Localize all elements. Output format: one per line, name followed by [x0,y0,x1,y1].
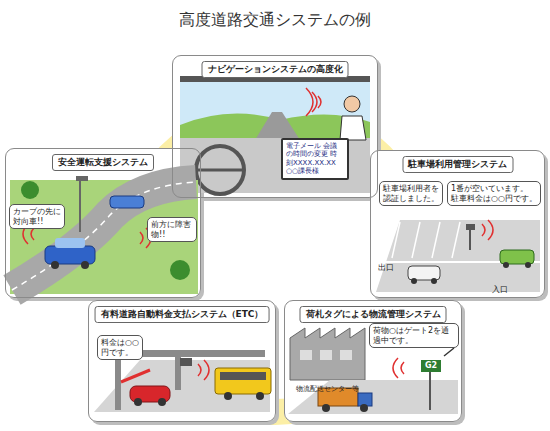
system-panel: 駐車場利用管理システム駐車場利用者を認証しました。 1番が空いています。 駐車料金… [370,150,545,298]
system-panel: ナビゲーションシステムの高度化電子メール 会議の時間の変更 時刻XXXX.XX.… [172,55,378,198]
speech-bubble: 荷物○はゲート2を通過中です。 [369,323,459,348]
panel-backgrounds [5,55,548,425]
speech-bubble: カーブの先に対向車!! [9,204,65,229]
panel-heading: ナビゲーションシステムの高度化 [202,61,349,78]
speech-bubble: 料金は○○円です。 [97,335,143,360]
panel-heading: 安全運転支援システム [52,154,154,171]
parking-scene [376,220,540,292]
diagram-title: 高度道路交通システムの例 [0,10,550,31]
navigation-screen: 電子メール 会議の時間の変更 時刻XXXX.XX.XX ○○課長様 [281,138,349,180]
safety-scene [10,176,198,294]
facility-label: 物流配送センター等 [296,384,359,394]
system-panel: 有料道路自動料金支払システム（ETC） 料金は○○円です。 [88,300,276,422]
entrance-label: 入口 [492,284,508,295]
panel-heading: 荷札タグによる物流管理システム [300,306,447,323]
bubble-text: 電子メール 会議の時間の変更 時刻XXXX.XX.XX ○○課長様 [286,142,344,176]
speech-bubble: 前方に障害物!! [147,217,197,242]
gate-sign: G2 [425,361,437,370]
navigation-scene [180,76,370,194]
bubble-text: カーブの先に対向車!! [13,207,61,226]
bubble-text: 駐車場利用者を認証しました。 [383,184,439,203]
panel-heading: 有料道路自動料金支払システム（ETC） [95,306,270,323]
speech-bubble: 駐車場利用者を認証しました。 [379,181,443,206]
system-panel: 安全運転支援システムカーブの先に対向車!! 前方に障害物!! [5,148,201,298]
exit-label: 出口 [378,262,394,273]
bubble-text: 料金は○○円です。 [101,338,139,357]
speech-bubble: 1番が空いています。 駐車料金は○○円です。 [447,181,541,206]
panel-heading: 駐車場利用管理システム [402,156,513,173]
bubble-text: 前方に障害物!! [151,220,193,239]
bubble-text: 荷物○はゲート2を通過中です。 [373,326,455,345]
bubble-text: 1番が空いています。 駐車料金は○○円です。 [451,184,537,203]
